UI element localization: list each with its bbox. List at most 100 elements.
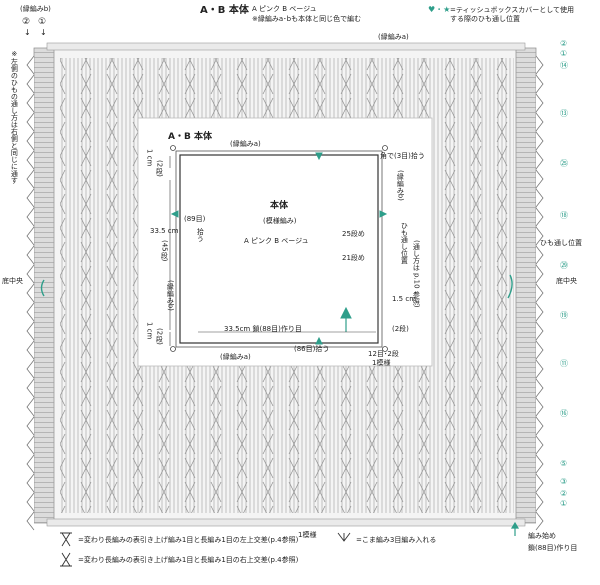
picot-scallop bbox=[535, 416, 544, 436]
left-side-note: ※左側のひもの通し方は右側と同じに通す bbox=[10, 50, 19, 184]
right-row-number: ② bbox=[560, 489, 568, 498]
picot-scallop bbox=[26, 169, 35, 189]
circle-1-top-left: ① bbox=[38, 17, 47, 27]
picot-scallop bbox=[26, 226, 35, 246]
left-dim-mid: 33.5 cm bbox=[150, 227, 179, 235]
picot-scallop bbox=[535, 169, 544, 189]
picot-scallop bbox=[26, 378, 35, 398]
legend-sc3: =こま編み3目編み入れる bbox=[356, 536, 437, 544]
circle-2-top-left: ② bbox=[22, 17, 31, 27]
picot-scallop bbox=[535, 454, 544, 474]
color-note: A ピンク B ベージュ bbox=[252, 5, 317, 13]
picot-scallop bbox=[535, 55, 544, 75]
pattern-label: (模様編み) bbox=[263, 217, 297, 225]
picot-scallop bbox=[26, 93, 35, 113]
bottom-edge-a: (縁編みa) bbox=[220, 353, 251, 361]
picot-scallop bbox=[26, 283, 35, 303]
right-row-number: ⑯ bbox=[560, 409, 568, 418]
right-row-number: ② bbox=[560, 39, 568, 48]
picot-scallop bbox=[535, 340, 544, 360]
heart-star-icon: ♥・★ bbox=[428, 5, 451, 14]
outer-edge-a-label: (縁編みa) bbox=[378, 33, 409, 41]
picot-scallop bbox=[26, 55, 35, 75]
arrow-down-icon: ↓ bbox=[24, 28, 31, 37]
page-title: A・B 本体 bbox=[200, 5, 249, 16]
picot-scallop bbox=[535, 321, 544, 341]
rows-25: 25段め bbox=[342, 230, 365, 238]
legend-left-cross: =変わり長編みの表引き上げ編み1目と長編み1目の左上交差(p.4参照) bbox=[78, 536, 299, 544]
picot-scallop bbox=[535, 74, 544, 94]
picot-scallop bbox=[535, 359, 544, 379]
bottom-dim: 33.5cm 鎖(88目)作り目 bbox=[224, 325, 302, 333]
picot-scallop bbox=[26, 150, 35, 170]
right-row-number: ⑲ bbox=[560, 311, 568, 320]
picot-scallop bbox=[535, 302, 544, 322]
left-dim-top-rows: (2段) bbox=[155, 160, 164, 177]
legend-right-cross: =変わり長編みの表引き上げ編み1目と長編み1目の右上交差(p.4参照) bbox=[78, 556, 299, 564]
corner-note: 角で(3目)拾う bbox=[380, 152, 425, 160]
picot-scallop bbox=[535, 131, 544, 151]
picot-scallop bbox=[535, 112, 544, 132]
legend-tie-note: =ティッシュボックスカバーとして使用する際のひも通し位置 bbox=[450, 6, 575, 24]
left-pickup: (89目) bbox=[184, 215, 206, 223]
picot-scallop bbox=[535, 207, 544, 227]
inner-color-note: A ピンク B ベージュ bbox=[244, 237, 309, 245]
bottom-pickup: (86目)拾う bbox=[294, 345, 330, 353]
edge-color-note: ※縁編みa･bも本体と同じ色で編む bbox=[252, 15, 362, 23]
right-row-number: ① bbox=[560, 49, 568, 58]
picot-scallop bbox=[535, 492, 544, 512]
picot-scallop bbox=[535, 397, 544, 417]
left-edge-b: (縁編みb) bbox=[166, 280, 175, 311]
right-tie-position: ひも通し位置 bbox=[400, 222, 409, 264]
right-dim: 1.5 cm bbox=[392, 295, 417, 303]
picot-scallop bbox=[535, 511, 544, 531]
picot-scallop bbox=[26, 397, 35, 417]
picot-scallop bbox=[26, 264, 35, 284]
start-chain: 鎖(88目)作り目 bbox=[528, 544, 578, 552]
picot-scallop bbox=[26, 207, 35, 227]
bottom-right-stitches: 12目･2段 bbox=[368, 350, 399, 358]
right-dim-rows: (2段) bbox=[392, 325, 409, 333]
right-tie-ref: (通し方は p.10 参照) bbox=[412, 240, 421, 308]
picot-scallop bbox=[535, 435, 544, 455]
right-row-number: ③ bbox=[560, 477, 568, 486]
tie-position-label: ひも通し位置 bbox=[540, 239, 582, 247]
picot-scallop bbox=[535, 378, 544, 398]
picot-scallop bbox=[26, 416, 35, 436]
picot-scallop bbox=[26, 511, 35, 531]
picot-scallop bbox=[535, 150, 544, 170]
right-row-number: ⑱ bbox=[560, 211, 568, 220]
picot-scallop bbox=[26, 454, 35, 474]
picot-scallop bbox=[26, 473, 35, 493]
picot-scallop bbox=[535, 283, 544, 303]
left-dim-mid-rows: (45段) bbox=[160, 240, 169, 262]
picot-scallop bbox=[535, 226, 544, 246]
inner-title: A・B 本体 bbox=[168, 132, 212, 142]
picot-scallop bbox=[26, 340, 35, 360]
left-dim-top: 1 cm bbox=[145, 149, 154, 167]
bottom-center-label-right: 底中央 bbox=[556, 277, 577, 285]
one-pattern-label: 1模様 bbox=[298, 531, 317, 539]
picot-scallop bbox=[26, 245, 35, 265]
picot-scallop bbox=[26, 188, 35, 208]
picot-scallop bbox=[26, 321, 35, 341]
right-row-number: ⑪ bbox=[560, 359, 568, 368]
picot-scallop bbox=[535, 264, 544, 284]
picot-scallop bbox=[26, 435, 35, 455]
picot-scallop bbox=[535, 188, 544, 208]
inner-edge-top: (縁編みa) bbox=[230, 140, 261, 148]
rows-21: 21段め bbox=[342, 254, 365, 262]
right-row-number: ⑭ bbox=[560, 61, 568, 70]
arrow-down-icon: ↓ bbox=[40, 28, 47, 37]
picot-scallop bbox=[26, 302, 35, 322]
right-row-number: ⑤ bbox=[560, 459, 568, 468]
bottom-right-pattern: 1模様 bbox=[372, 359, 391, 367]
left-dim-bot: 1 cm bbox=[145, 322, 154, 340]
picot-scallop bbox=[535, 93, 544, 113]
body-label: 本体 bbox=[270, 201, 289, 211]
left-dim-bot-rows: (2段) bbox=[155, 328, 164, 345]
picot-scallop bbox=[535, 245, 544, 265]
bottom-center-label-left: 底中央 bbox=[2, 277, 23, 285]
left-pickup-2: 拾う bbox=[196, 228, 205, 242]
